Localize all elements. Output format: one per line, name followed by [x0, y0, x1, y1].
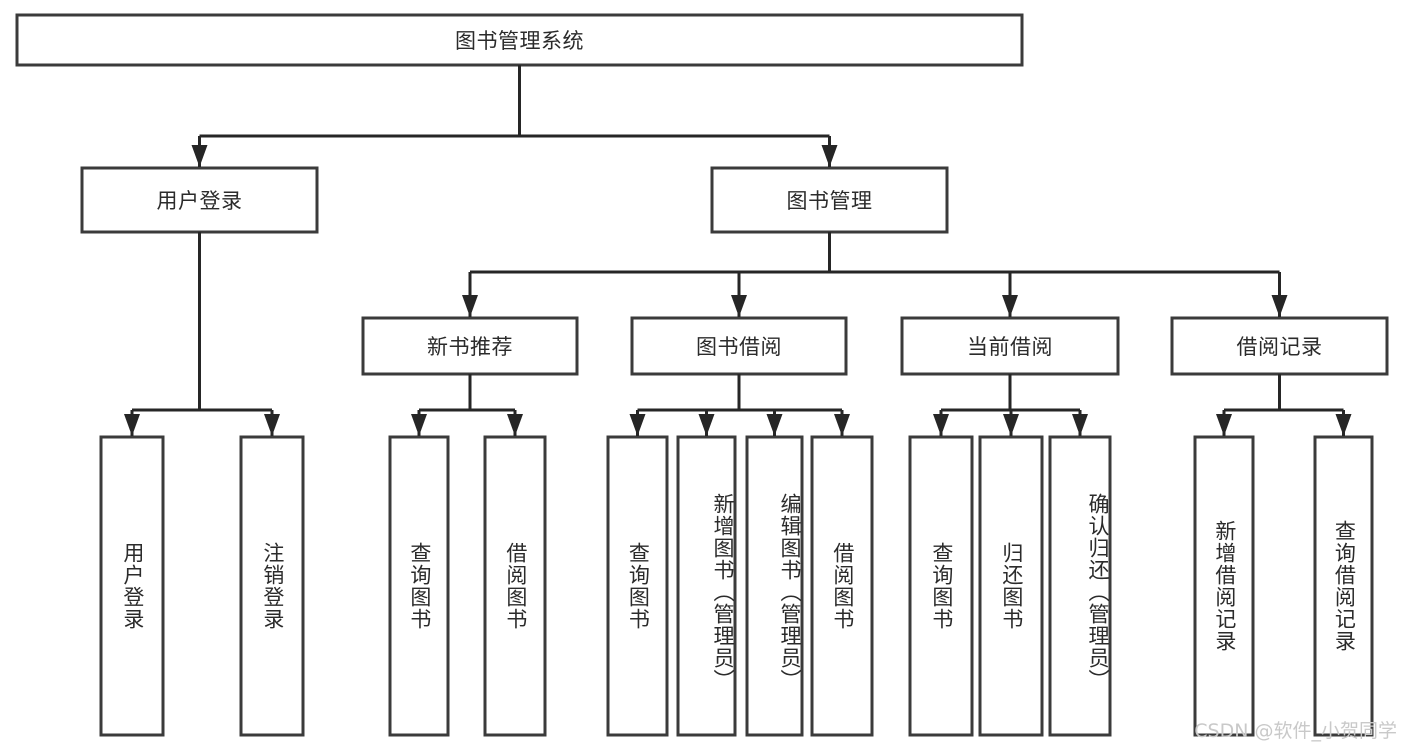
level2-node-box[interactable] [80, 166, 319, 234]
level2-node-box[interactable] [710, 166, 949, 234]
arrow-head-icon [191, 145, 208, 167]
leaf-node-box[interactable] [1048, 435, 1112, 737]
arrow-head-icon [411, 414, 427, 436]
leaf-node-box[interactable] [606, 435, 669, 737]
arrow-head-icon [124, 414, 140, 436]
leaf-node-box[interactable] [483, 435, 547, 737]
arrow-head-icon [821, 145, 838, 167]
connector-lines-layer [124, 65, 1352, 436]
leaf-node-box[interactable] [978, 435, 1044, 737]
level3-node-box[interactable] [900, 316, 1120, 376]
leaf-node-box[interactable] [239, 435, 305, 737]
arrow-head-icon [1216, 414, 1232, 436]
root-node-box[interactable] [15, 13, 1024, 67]
leaf-node-box[interactable] [1193, 435, 1255, 737]
arrow-head-icon [462, 295, 478, 317]
arrow-head-icon [1072, 414, 1088, 436]
leaf-node-box[interactable] [810, 435, 874, 737]
arrow-head-icon [834, 414, 850, 436]
arrow-head-icon [629, 414, 646, 436]
leaf-node-box[interactable] [1313, 435, 1374, 737]
leaf-node-box[interactable] [908, 435, 974, 737]
level3-node-box[interactable] [1170, 316, 1389, 376]
arrow-head-icon [731, 295, 747, 317]
arrow-head-icon [933, 414, 949, 436]
level3-node-box[interactable] [630, 316, 848, 376]
leaf-node-box[interactable] [676, 435, 737, 737]
arrow-head-icon [264, 414, 280, 436]
leaf-node-box[interactable] [745, 435, 804, 737]
arrow-head-icon [1335, 414, 1352, 436]
arrow-head-icon [1003, 414, 1019, 436]
arrow-head-icon [698, 414, 715, 436]
arrow-head-icon [507, 414, 523, 436]
arrow-head-icon [1002, 295, 1018, 317]
arrow-head-icon [1271, 295, 1288, 317]
node-boxes-layer [15, 13, 1389, 737]
arrow-head-icon [766, 414, 783, 436]
leaf-node-box[interactable] [388, 435, 450, 737]
level3-node-box[interactable] [361, 316, 579, 376]
leaf-node-box[interactable] [99, 435, 165, 737]
